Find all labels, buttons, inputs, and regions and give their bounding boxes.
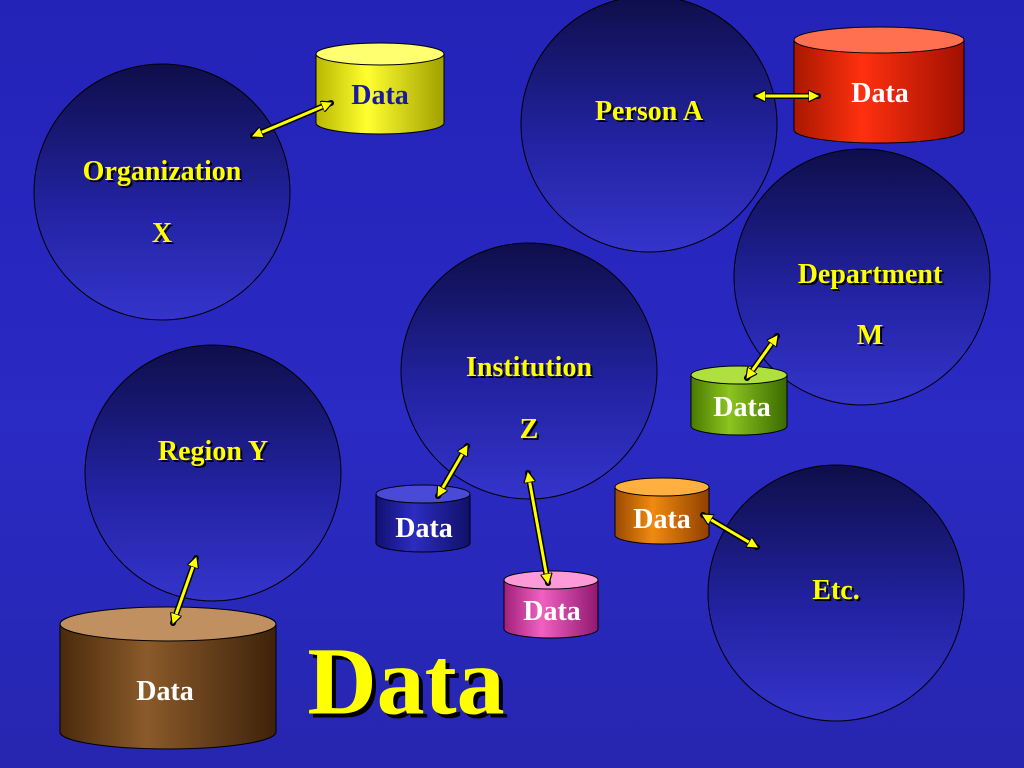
database-green-label: Data <box>713 392 771 423</box>
person-label: Person A <box>594 96 704 127</box>
department-circle <box>733 148 991 406</box>
database-red <box>793 26 965 144</box>
department-label: Department <box>797 259 943 290</box>
region-circle <box>84 344 342 602</box>
arrow-institution-blue-data <box>438 446 467 496</box>
etc-label: Etc. <box>812 575 860 606</box>
database-blue-label: Data <box>395 513 453 544</box>
database-brown-label: Data <box>136 676 194 707</box>
person-circle <box>520 0 778 253</box>
database-pink-label: Data <box>523 596 581 627</box>
database-orange <box>614 477 710 545</box>
organization-label: Organization <box>82 156 242 187</box>
database-yellow-label: Data <box>351 80 409 111</box>
arrow-institution-pink-data <box>528 473 548 583</box>
database-orange-label: Data <box>633 504 691 535</box>
slide-title: Data <box>307 627 505 735</box>
institution-sublabel: Z <box>519 414 539 445</box>
organization-sublabel: X <box>151 218 173 249</box>
arrow-department-data <box>747 336 777 378</box>
arrow-organization-data <box>253 103 331 136</box>
arrow-region-data <box>173 558 196 623</box>
database-red-label: Data <box>851 78 909 109</box>
connector-arrows-fill <box>173 96 818 623</box>
institution-label: Institution <box>465 352 593 383</box>
department-sublabel: M <box>856 320 884 351</box>
etc-circle <box>707 464 965 722</box>
database-brown <box>59 606 277 750</box>
organization-circle <box>33 63 291 321</box>
arrow-etc-data <box>703 515 757 547</box>
region-label: Region Y <box>157 436 269 467</box>
